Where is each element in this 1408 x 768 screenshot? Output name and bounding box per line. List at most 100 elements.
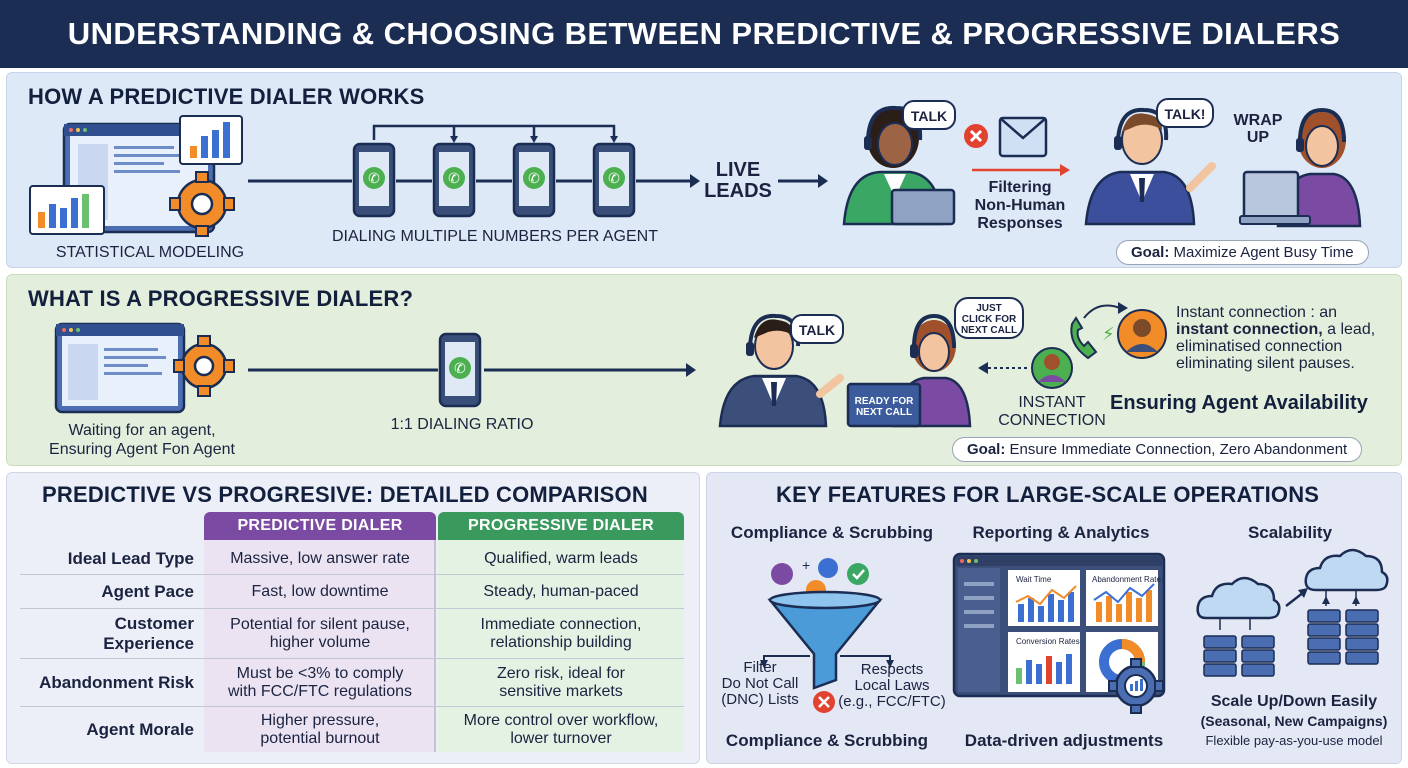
instant-connection-icons: ⚡ [1031, 309, 1167, 389]
svg-text:✆: ✆ [528, 170, 540, 186]
mini-bar-chart [1015, 585, 1077, 622]
agent-wrap-up [1239, 107, 1362, 228]
goal-text: Ensure Immediate Connection, Zero Abando… [1009, 441, 1348, 458]
respects-laws-label: Respects Local Laws (e.g., FCC/FTC) [836, 662, 948, 710]
cloud-icon [1196, 576, 1281, 620]
wrap-up-label: WRAP UP [1228, 112, 1288, 146]
cell-line: sensitive markets [499, 683, 623, 700]
goal-label: Goal: [1131, 244, 1170, 261]
svg-text:✆: ✆ [608, 170, 620, 186]
agent-talking-female [842, 105, 956, 226]
predictive-cell: Potential for silent pause,higher volume [204, 610, 436, 658]
progressive-heading: WHAT IS A PROGRESSIVE DIALER? [28, 286, 414, 311]
predictive-goal-badge: Goal: Maximize Agent Busy Time [1116, 240, 1369, 265]
conversion-card-title: Conversion Rates [1016, 637, 1080, 646]
desc-line: eliminating silent pauses. [1176, 355, 1355, 372]
filter-illustration [964, 116, 1048, 158]
table-row-label: Ideal Lead Type [67, 549, 194, 568]
reject-icon [964, 124, 988, 148]
filtering-line: Filtering [988, 179, 1052, 196]
compliance-footer: Compliance & Scrubbing [725, 731, 929, 750]
check-icon [847, 563, 869, 585]
phones-group: ✆ ✆ ✆ ✆ [352, 142, 636, 218]
ready-line: NEXT CALL [855, 407, 913, 418]
compliance-title: Compliance & Scrubbing [730, 523, 934, 542]
table-row-label: Agent Morale [86, 720, 194, 739]
cell-line: More control over workflow, [463, 712, 659, 729]
cell-line: lower turnover [510, 730, 612, 747]
agent-talking-male [1084, 107, 1216, 226]
progressive-goal-badge: Goal: Ensure Immediate Connection, Zero … [952, 437, 1363, 462]
cell-line: potential burnout [260, 730, 380, 747]
availability-label: Ensuring Agent Availability [1110, 392, 1368, 414]
cell-line: Zero risk, ideal for [496, 665, 626, 682]
desc-line: eliminatised connection [1176, 338, 1343, 355]
statistical-modeling-illustration [29, 115, 243, 237]
row-divider [20, 658, 684, 659]
cell-line: relationship building [490, 634, 632, 651]
phone-icon: ✆ [438, 332, 482, 408]
wrap-up-line: WRAP [1233, 112, 1283, 129]
filter-line: Filter [743, 659, 777, 676]
scale-line-bold: Scale Up/Down Easily [1210, 693, 1378, 710]
live-leads-line: LIVE [715, 159, 761, 181]
gear-icon [1108, 658, 1164, 714]
cell-line: Immediate connection, [480, 616, 642, 633]
instant-connection-description: Instant connection : an instant connecti… [1176, 304, 1398, 372]
icon-dot [771, 563, 793, 585]
row-divider [20, 574, 684, 575]
predictive-heading: HOW A PREDICTIVE DIALER WORKS [28, 84, 425, 109]
reporting-title: Reporting & Analytics [972, 523, 1150, 542]
predictive-column-bg [204, 540, 436, 752]
filtering-label: Filtering Non-Human Responses [962, 179, 1078, 233]
comparison-heading: PREDICTIVE VS PROGRESIVE: DETAILED COMPA… [42, 482, 648, 507]
progressive-cell: Qualified, warm leads [484, 550, 638, 567]
progressive-cell: Steady, human-paced [483, 583, 639, 600]
comparison-table: PREDICTIVE DIALER PROGRESSIVE DIALER Ide… [20, 512, 684, 756]
progressive-cell: More control over workflow,lower turnove… [438, 708, 684, 752]
agent-ready-female [846, 313, 972, 428]
talk-bubble: TALK [902, 100, 956, 130]
desc-line: a lead, [1322, 321, 1376, 338]
respects-line: Local Laws [854, 677, 930, 694]
desc-line-bold: instant connection, [1176, 321, 1323, 338]
predictive-cell: Massive, low answer rate [230, 550, 410, 567]
waiting-monitor-illustration [54, 322, 235, 414]
talk-bubble: TALK! [1156, 98, 1214, 128]
page-title: UNDERSTANDING & CHOOSING BETWEEN PREDICT… [0, 0, 1408, 68]
envelope-icon [998, 116, 1048, 158]
agent-avatar-icon [1117, 309, 1167, 359]
talk-bubble: TALK [790, 314, 844, 344]
table-row-label: Customer Experience [103, 614, 194, 653]
goal-text: Maximize Agent Busy Time [1173, 244, 1354, 261]
scalability-text: Scale Up/Down Easily (Seasonal, New Camp… [1186, 693, 1402, 748]
filtering-line: Non-Human [974, 197, 1066, 214]
row-divider [20, 608, 684, 609]
svg-text:✆: ✆ [448, 170, 460, 186]
ready-screen-text: READY FOR NEXT CALL [852, 396, 916, 418]
scalability-title: Scalability [1247, 523, 1333, 542]
instant-line: INSTANT [1018, 394, 1086, 411]
scalability-illustration [1196, 548, 1389, 677]
progressive-cell: Immediate connection,relationship buildi… [438, 610, 684, 658]
svg-text:✆: ✆ [454, 360, 466, 376]
filter-line: (DNC) Lists [721, 691, 799, 708]
click-line: NEXT CALL [960, 325, 1018, 336]
predictive-column-header: PREDICTIVE DIALER [204, 512, 436, 540]
goal-label: Goal: [967, 441, 1006, 458]
predictive-cell: Fast, low downtime [251, 583, 389, 600]
cell-line: higher volume [269, 634, 371, 651]
table-row-label: Abandonment Risk [39, 673, 194, 692]
table-row-label: Agent Pace [101, 582, 194, 601]
scale-line: (Seasonal, New Campaigns) [1200, 713, 1388, 729]
mini-bar-chart [1016, 654, 1072, 684]
icon-dot [818, 558, 838, 578]
lead-avatar-icon [1031, 347, 1073, 389]
phone-handset-icon [1070, 316, 1098, 360]
instant-line: CONNECTION [998, 412, 1106, 429]
click-line: JUST [976, 303, 1002, 314]
click-next-bubble: JUST CLICK FOR NEXT CALL [954, 297, 1024, 339]
abandonment-card-title: Abandonment Rate [1092, 575, 1161, 584]
